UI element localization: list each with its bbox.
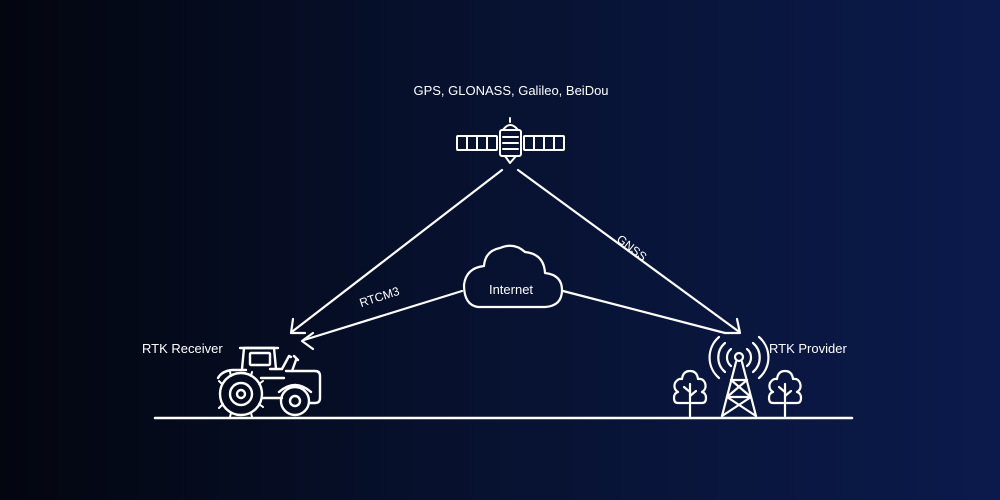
line-internet-to-provider <box>561 289 727 335</box>
rtk-provider-label: RTK Provider <box>769 341 847 356</box>
satellite-constellations-label: GPS, GLONASS, Galileo, BeiDou <box>413 83 609 98</box>
arrow-internet-to-receiver <box>300 289 464 351</box>
internet-label: Internet <box>488 282 534 297</box>
cloud-icon <box>462 244 564 309</box>
antenna-tower-icon <box>708 335 770 418</box>
arrow-satellite-to-provider <box>516 168 742 335</box>
arrow-satellite-to-receiver <box>289 168 504 335</box>
tractor-icon <box>216 346 322 418</box>
tree-icon <box>672 369 708 418</box>
satellite-icon <box>456 117 565 164</box>
tree-icon <box>767 369 803 418</box>
rtk-receiver-label: RTK Receiver <box>142 341 223 356</box>
